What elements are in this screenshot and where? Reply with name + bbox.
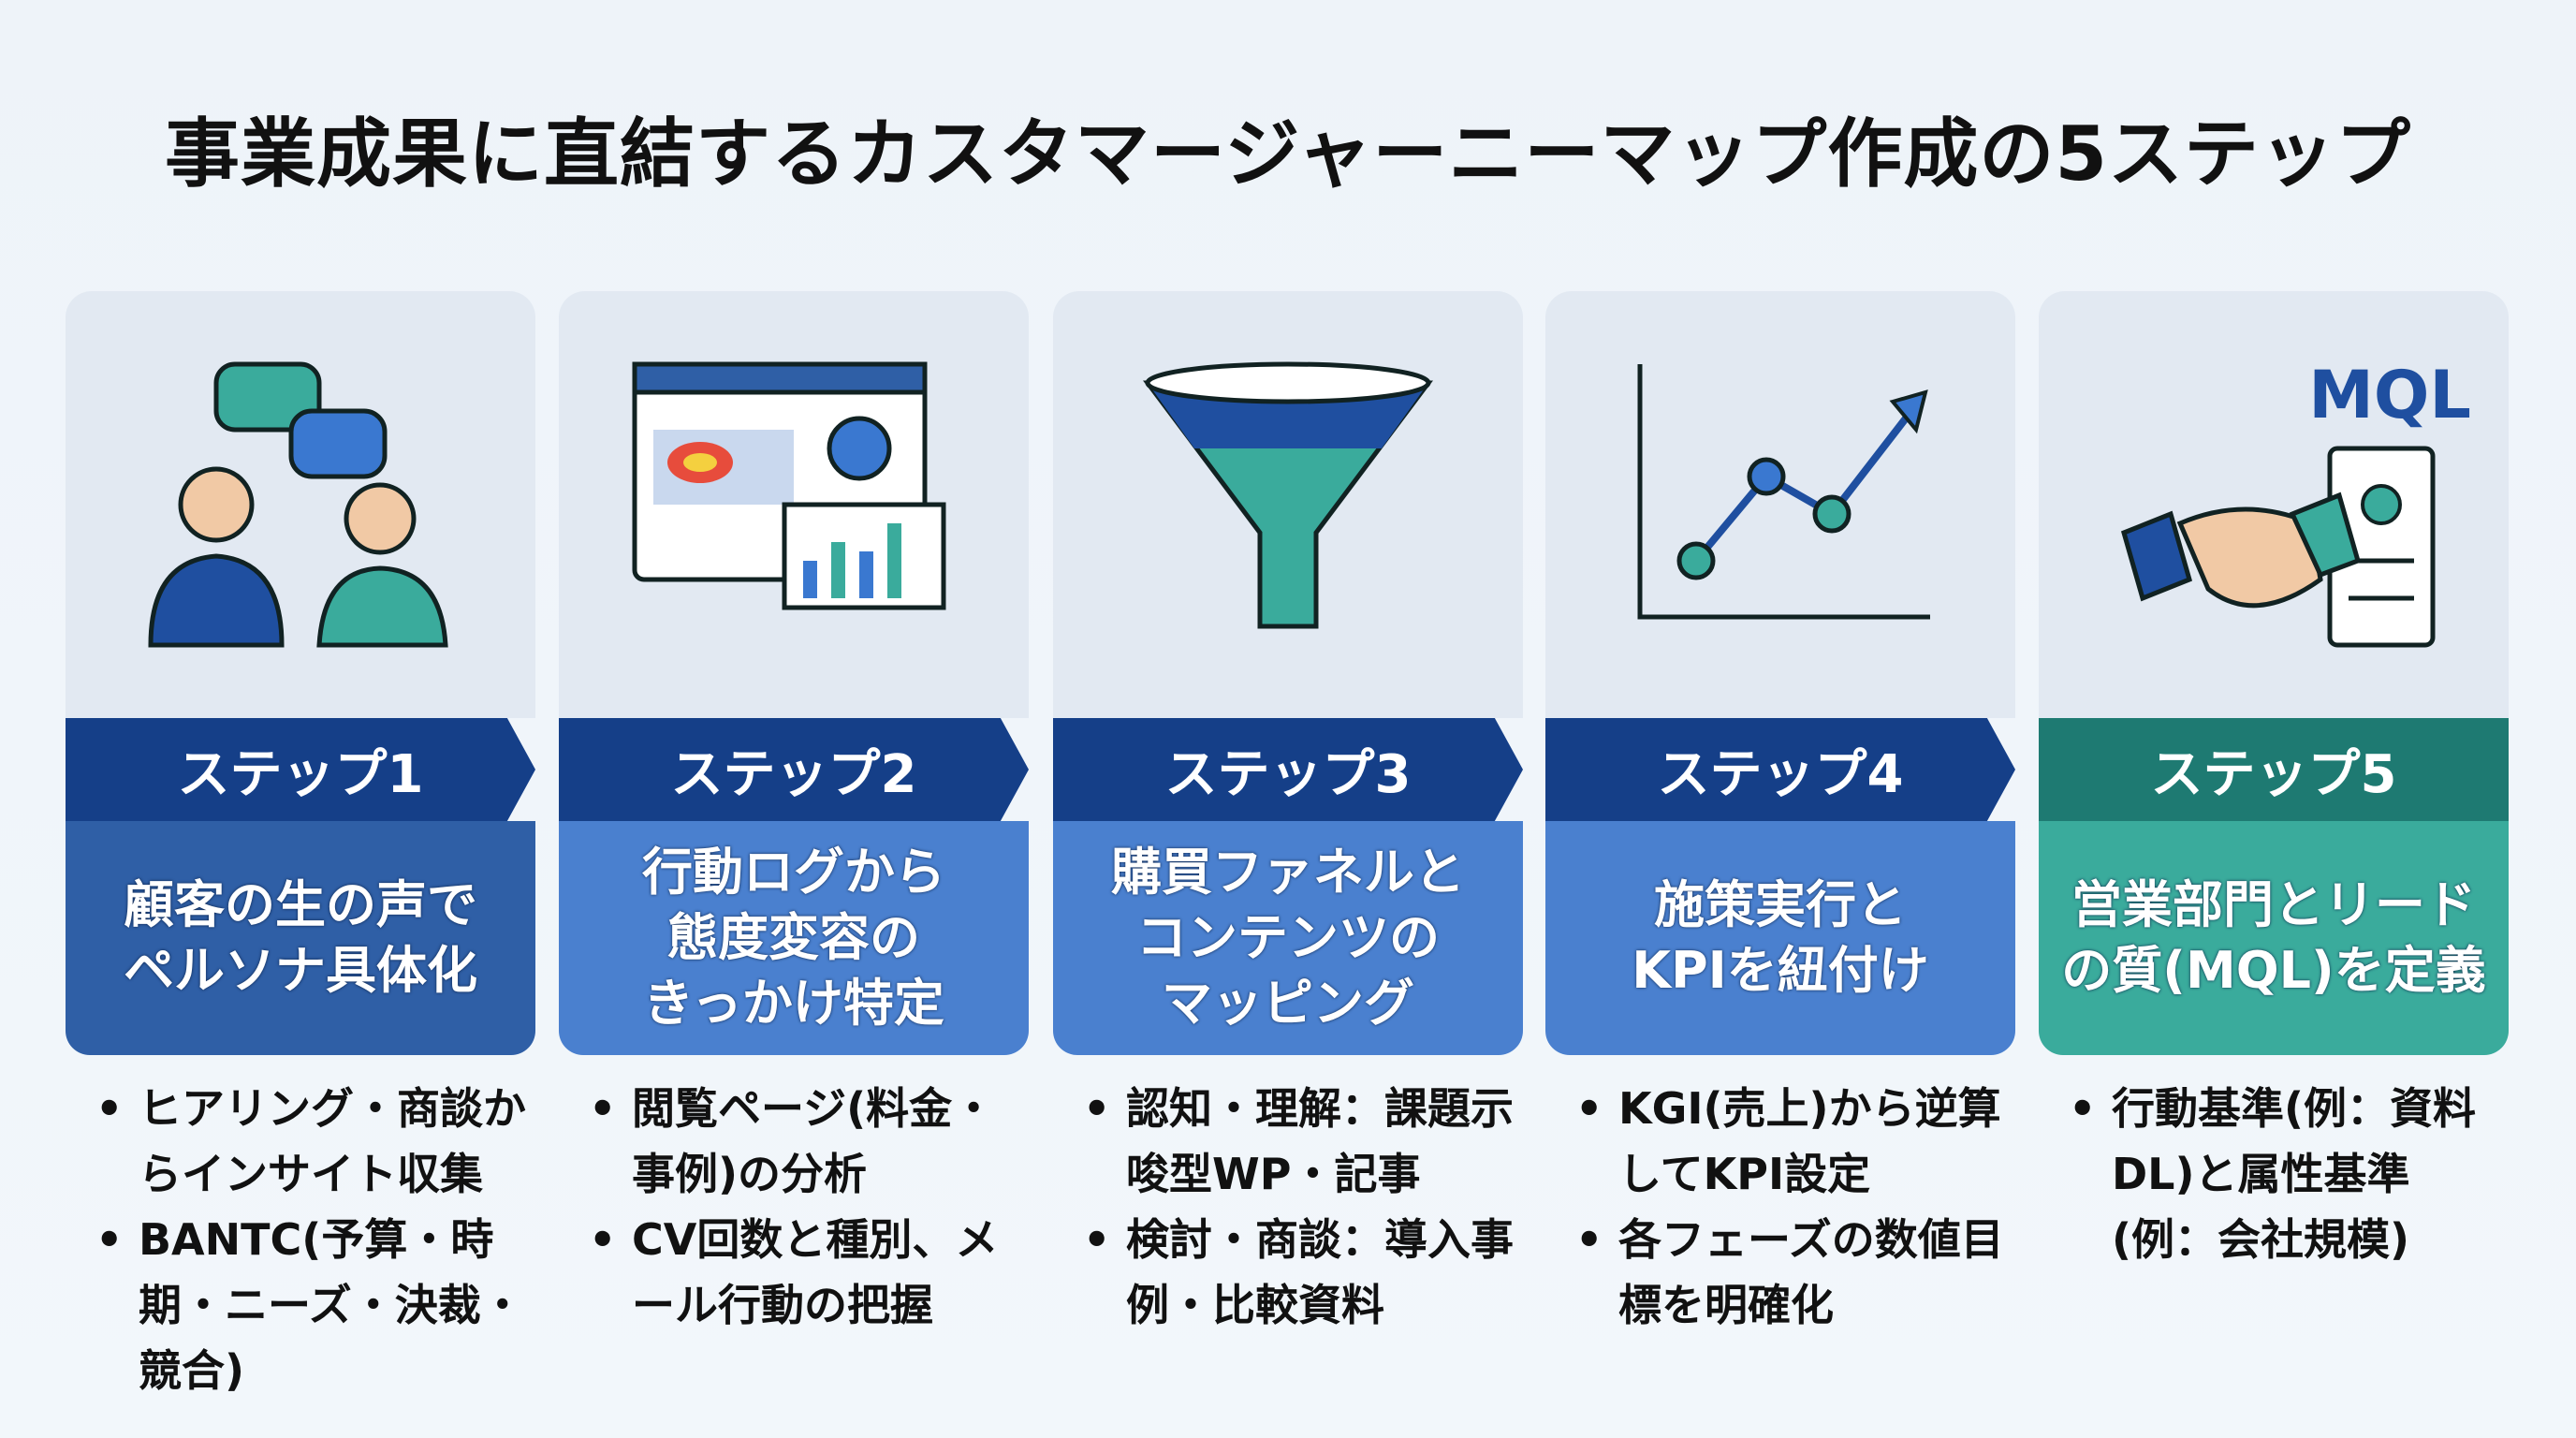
bullet: ヒアリング・商談からインサイト収集 [88, 1076, 535, 1207]
bullet: CV回数と種別、メール行動の把握 [581, 1207, 1029, 1338]
bullet: KGI(売上)から逆算してKPI設定 [1568, 1076, 2015, 1207]
step-summary: 購買ファネルとコンテンツのマッピング [1053, 821, 1523, 1055]
step-bullets: ヒアリング・商談からインサイト収集BANTC(予算・時期・ニーズ・決裁・競合) [66, 1076, 535, 1403]
step-bullets: 行動基準(例：資料DL)と属性基準(例：会社規模) [2039, 1076, 2509, 1272]
page-title: 事業成果に直結するカスタマージャーニーマップ作成の5ステップ [164, 110, 2412, 198]
step-summary: 営業部門とリードの質(MQL)を定義 [2039, 821, 2509, 1055]
step-header: ステップ2 [559, 718, 1029, 821]
step-header: ステップ4 [1545, 718, 2015, 821]
heatmap-analytics-icon [559, 291, 1029, 718]
bullet: 行動基準(例：資料DL)と属性基準(例：会社規模) [2061, 1076, 2509, 1272]
step-bullets: 閲覧ページ(料金・事例)の分析CV回数と種別、メール行動の把握 [559, 1076, 1029, 1338]
step-summary: 行動ログから態度変容のきっかけ特定 [559, 821, 1029, 1055]
bullet: 検討・商談：導入事例・比較資料 [1076, 1207, 1523, 1338]
handshake-clipboard-icon: MQL [2039, 291, 2509, 718]
step-header: ステップ3 [1053, 718, 1523, 821]
step-bullets: 認知・理解：課題示唆型WP・記事検討・商談：導入事例・比較資料 [1053, 1076, 1523, 1338]
step-bullets: KGI(売上)から逆算してKPI設定各フェーズの数値目標を明確化 [1545, 1076, 2015, 1338]
funnel-icon [1053, 291, 1523, 718]
step-header: ステップ1 [66, 718, 535, 821]
step-header: ステップ5 [2039, 718, 2509, 821]
bullet: BANTC(予算・時期・ニーズ・決裁・競合) [88, 1207, 535, 1403]
bullet: 認知・理解：課題示唆型WP・記事 [1076, 1076, 1523, 1207]
line-chart-icon [1545, 291, 2015, 718]
bullet: 閲覧ページ(料金・事例)の分析 [581, 1076, 1029, 1207]
step-summary: 顧客の生の声でペルソナ具体化 [66, 821, 535, 1055]
mql-badge: MQL [2308, 357, 2471, 433]
conversation-icon [66, 291, 535, 718]
bullet: 各フェーズの数値目標を明確化 [1568, 1207, 2015, 1338]
